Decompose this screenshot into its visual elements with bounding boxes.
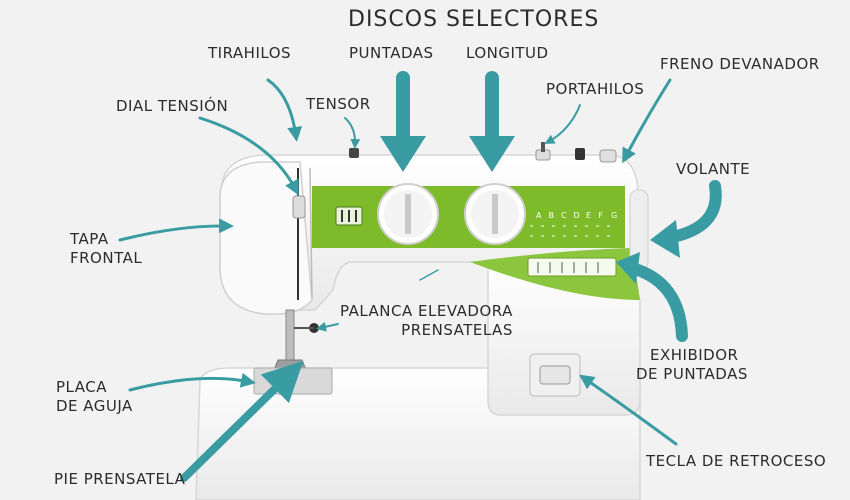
stitch-letter-b: B — [549, 211, 555, 220]
stitch-length-dial[interactable] — [465, 184, 525, 244]
label-tapa-frontal-line1: TAPA — [70, 230, 142, 249]
stitch-letter-c: C — [561, 211, 567, 220]
thread-tensor — [349, 148, 359, 158]
reverse-lever[interactable] — [530, 354, 580, 396]
label-placa-aguja: PLACA DE AGUJA — [56, 378, 133, 416]
label-palanca-line2: PRENSATELAS — [340, 321, 513, 340]
stitch-window — [336, 207, 362, 225]
label-tirahilos: TIRAHILOS — [208, 44, 291, 63]
stitch-letter-d: D — [574, 211, 580, 220]
arrow-center — [420, 270, 438, 280]
needle-assembly — [274, 310, 319, 370]
label-palanca-line1: PALANCA ELEVADORA — [340, 302, 513, 321]
stitch-selector-dial[interactable] — [378, 184, 438, 244]
label-placa-line2: DE AGUJA — [56, 397, 133, 416]
label-exhibidor-puntadas: EXHIBIDOR DE PUNTADAS — [650, 346, 748, 384]
label-portahilos: PORTAHILOS — [546, 80, 644, 99]
stitch-display-row — [528, 258, 616, 276]
label-tecla-retroceso: TECLA DE RETROCESO — [646, 452, 826, 471]
label-longitud: LONGITUD — [466, 44, 549, 63]
label-exhibidor-line1: EXHIBIDOR — [650, 346, 748, 365]
label-tapa-frontal: TAPA FRONTAL — [70, 230, 142, 268]
label-placa-line1: PLACA — [56, 378, 133, 397]
stitch-letter-a: A — [536, 211, 542, 220]
label-tensor: TENSOR — [306, 95, 371, 114]
arrow-portahilos — [548, 105, 580, 142]
arrow-tensor — [345, 118, 355, 145]
spool-pins — [536, 142, 616, 162]
arrow-volante-head — [650, 220, 680, 258]
label-dial-tension: DIAL TENSIÓN — [116, 97, 228, 116]
stitch-letter-e: E — [586, 211, 591, 220]
label-pie-prensatela: PIE PRENSATELA — [54, 470, 185, 489]
arrow-palanca — [320, 324, 338, 328]
label-palanca-elevadora: PALANCA ELEVADORA PRENSATELAS — [340, 302, 513, 340]
arrow-tirahilos — [268, 80, 296, 136]
label-volante: VOLANTE — [676, 160, 750, 179]
label-exhibidor-line2: DE PUNTADAS — [636, 365, 748, 384]
tension-dial[interactable] — [293, 196, 305, 218]
stitch-letter-g: G — [611, 211, 617, 220]
label-puntadas: PUNTADAS — [349, 44, 434, 63]
title-discos-selectores: DISCOS SELECTORES — [348, 6, 599, 34]
label-freno-devanador: FRENO DEVANADOR — [660, 55, 820, 74]
label-tapa-frontal-line2: FRONTAL — [70, 249, 142, 268]
stitch-letter-f: F — [599, 211, 604, 220]
